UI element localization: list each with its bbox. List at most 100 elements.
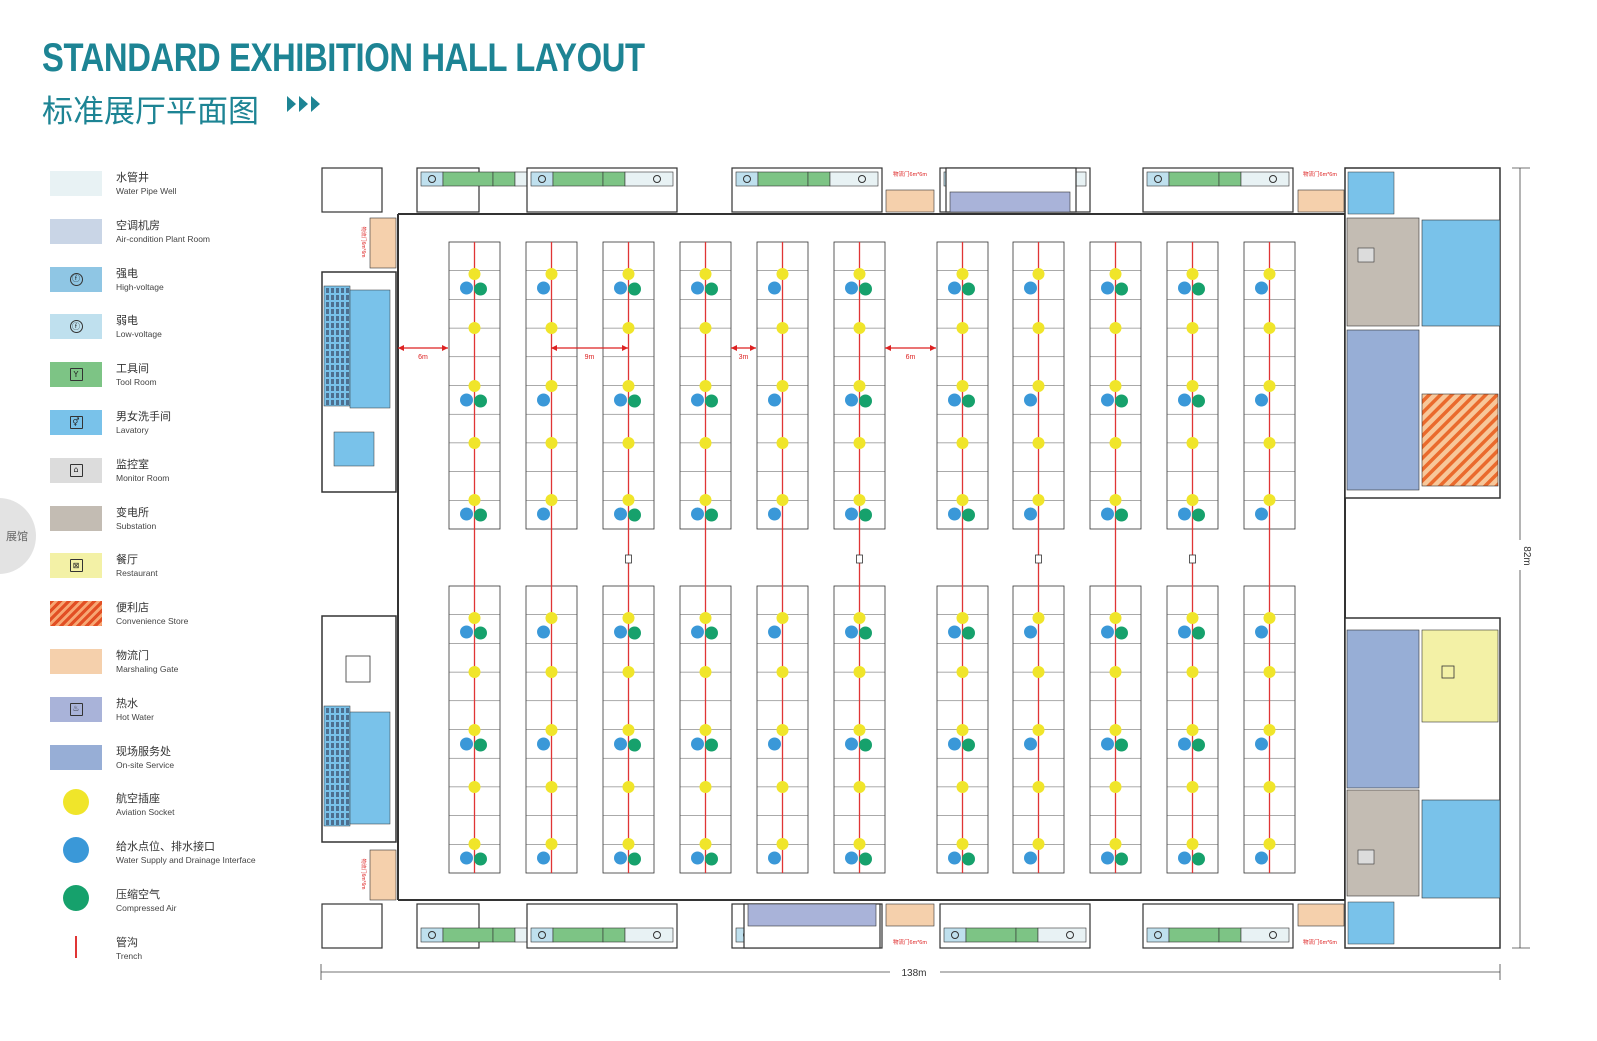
aviation-socket [1186, 838, 1199, 850]
low-voltage-icon [951, 175, 959, 183]
high-voltage-icon: ⓕ [69, 272, 83, 286]
aviation-socket [1109, 437, 1122, 449]
aviation-socket [956, 781, 969, 793]
aviation-socket [1186, 380, 1199, 392]
aviation-socket [1186, 612, 1199, 624]
compressed-air-point [962, 282, 975, 296]
service-module [526, 167, 678, 213]
legend-label-cn: 工具间 [116, 362, 149, 376]
aviation-socket [622, 781, 635, 793]
aviation-socket [622, 268, 635, 280]
hot-water-icon: ♨ [69, 702, 83, 716]
compressed-air-point [628, 852, 641, 866]
booth-column [602, 241, 655, 530]
aviation-socket [622, 612, 635, 624]
low-voltage-room [420, 927, 444, 943]
water-supply-point [948, 507, 961, 521]
legend-label-en: Monitor Room [116, 472, 170, 483]
water-supply-point [1178, 281, 1191, 295]
water-supply-point [1024, 281, 1037, 295]
module-frame [939, 167, 1091, 213]
aviation-socket [1032, 724, 1045, 736]
lavatory-icon: ⚥ [69, 416, 83, 429]
right-wing-bottom [1344, 617, 1501, 949]
aviation-socket [1109, 322, 1122, 334]
legend-label-cn: 物流门 [116, 649, 149, 662]
dimension-arrowhead [442, 345, 448, 351]
legend-label-cn: 空调机房 [116, 218, 160, 232]
compressed-air-point [628, 738, 641, 752]
booth-column [602, 585, 655, 874]
water-supply-point [691, 393, 704, 407]
tool-room [807, 927, 831, 943]
water-supply-point [691, 851, 704, 865]
lavatory [1347, 901, 1395, 945]
aviation-socket [468, 838, 481, 850]
legend-swatch [50, 505, 102, 531]
aviation-socket [956, 494, 969, 506]
compressed-air-point [859, 852, 872, 866]
tool-room [442, 927, 494, 943]
aviation-socket [1263, 781, 1276, 793]
water-supply-point [1255, 281, 1268, 295]
convenience-store [1421, 393, 1499, 487]
water-supply-point [460, 281, 473, 295]
monitor-room-icon: ⌂ [69, 463, 83, 477]
booth-column [1243, 241, 1296, 530]
low-voltage-icon [743, 931, 751, 939]
compressed-air-point [1115, 508, 1128, 522]
aviation-socket [853, 322, 866, 334]
aviation-socket [1263, 494, 1276, 506]
water-supply-point [614, 393, 627, 407]
water-supply-point [691, 625, 704, 639]
legend-label-cn: 热水 [116, 696, 138, 710]
aviation-socket [545, 612, 558, 624]
aviation-socket [468, 612, 481, 624]
aviation-socket [545, 380, 558, 392]
triple-arrow-icon [287, 94, 323, 119]
aviation-socket [622, 322, 635, 334]
compressed-air-point [705, 738, 718, 752]
booth-column [1089, 585, 1142, 874]
legend-swatch [50, 744, 102, 770]
low-voltage-room [943, 927, 967, 943]
monitor-room-icon [1357, 849, 1375, 865]
tool-room [965, 927, 1017, 943]
water-supply-point [1255, 507, 1268, 521]
water-supply-point [1101, 625, 1114, 639]
compressed-air-point [1115, 852, 1128, 866]
compressed-air-point [705, 394, 718, 408]
side-nav-tab[interactable]: 展馆 [0, 498, 36, 574]
low-voltage-room [530, 171, 554, 187]
restaurant-icon [345, 655, 371, 683]
onsite-service [1346, 629, 1420, 789]
aviation-socket [699, 666, 712, 678]
gate-label: 物流门6m*6m [893, 938, 927, 946]
aviation-socket [1109, 494, 1122, 506]
aviation-socket [622, 838, 635, 850]
aviation-socket [853, 380, 866, 392]
water-supply-point [845, 737, 858, 751]
water-supply-point [768, 737, 781, 751]
high-voltage-icon [653, 175, 661, 183]
dimension-arrowhead [622, 345, 628, 351]
compressed-air-point [962, 626, 975, 640]
water-pipe-well [1240, 171, 1290, 187]
aviation-socket [622, 494, 635, 506]
high-voltage-icon [1066, 931, 1074, 939]
lavatory [323, 705, 351, 827]
aviation-socket [956, 838, 969, 850]
service-module [416, 167, 564, 213]
tool-room-icon: Y [69, 368, 83, 382]
water-pipe-well [1037, 927, 1087, 943]
compressed-air-point [474, 394, 487, 408]
aviation-socket [776, 724, 789, 736]
module-frame [939, 903, 1091, 949]
water-supply-point [948, 281, 961, 295]
